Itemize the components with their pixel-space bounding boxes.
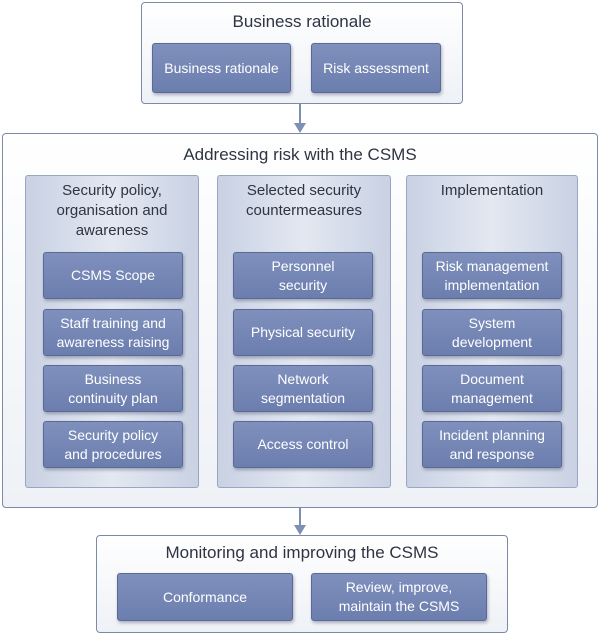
- physical-security-box: Physical security: [233, 309, 373, 356]
- down-arrow-2: [294, 508, 306, 535]
- monitoring-section: Monitoring and improving the CSMS Confor…: [96, 535, 508, 633]
- business-rationale-title: Business rationale: [232, 12, 372, 31]
- column-implementation: Implementation Risk management implement…: [406, 175, 578, 488]
- column-security-policy-title: Security policy, organisation and awaren…: [56, 182, 168, 239]
- system-development-box: System development: [422, 309, 562, 356]
- addressing-risk-title: Addressing risk with the CSMS: [183, 145, 417, 164]
- business-continuity-box: Business continuity plan: [43, 365, 183, 412]
- staff-training-box: Staff training and awareness raising: [43, 309, 183, 356]
- document-management-box: Document management: [422, 365, 562, 412]
- access-control-box: Access control: [233, 421, 373, 468]
- column-implementation-title: Implementation: [440, 182, 544, 199]
- network-segmentation-box: Network segmentation: [233, 365, 373, 412]
- down-arrow-1: [294, 104, 306, 133]
- column-countermeasures: Selected security countermeasures Person…: [217, 175, 391, 488]
- addressing-risk-section: Addressing risk with the CSMS Security p…: [2, 133, 598, 508]
- review-improve-box: Review, improve, maintain the CSMS: [311, 573, 487, 621]
- csms-scope-box: CSMS Scope: [43, 252, 183, 299]
- business-rationale-section: Business rationale Business rationale Ri…: [141, 2, 463, 104]
- risk-assessment-box: Risk assessment: [311, 43, 441, 93]
- security-policy-procedures-box: Security policy and procedures: [43, 421, 183, 468]
- incident-planning-box: Incident planning and response: [422, 421, 562, 468]
- business-rationale-box: Business rationale: [152, 43, 291, 93]
- risk-management-box: Risk management implementation: [422, 252, 562, 299]
- personnel-security-box: Personnel security: [233, 252, 373, 299]
- column-security-policy: Security policy, organisation and awaren…: [25, 175, 199, 488]
- conformance-box: Conformance: [117, 573, 293, 621]
- monitoring-title: Monitoring and improving the CSMS: [165, 543, 439, 562]
- column-countermeasures-title: Selected security countermeasures: [246, 182, 362, 219]
